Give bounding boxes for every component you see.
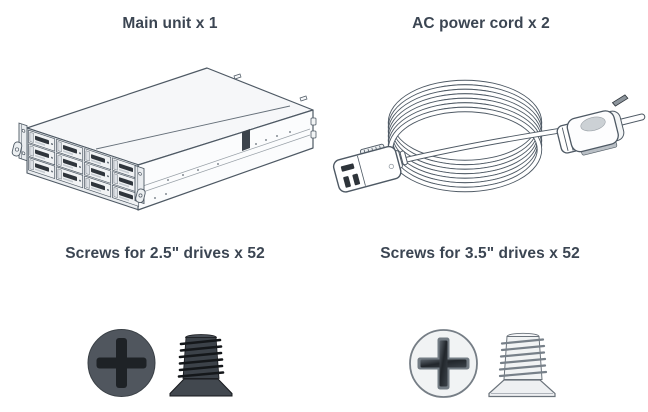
cable-run (398, 125, 580, 164)
left-ear-handle (11, 141, 23, 157)
screw-light-illustration (400, 318, 565, 406)
side-vent (242, 129, 250, 151)
screw-head-top-view (87, 329, 156, 397)
left-rack-ear (18, 122, 28, 162)
ac-power-cord-label: AC power cord x 2 (412, 15, 550, 32)
screw-side-view (169, 334, 233, 397)
rack-server-illustration (3, 52, 333, 212)
power-cord-illustration (325, 58, 648, 213)
main-unit-label: Main unit x 1 (122, 15, 218, 32)
phillips-cross (96, 338, 147, 388)
phillips-cross (420, 340, 467, 387)
thread-ridges (498, 338, 548, 378)
screw-dark-icon (87, 329, 233, 397)
power-cord-icon (332, 79, 646, 193)
side-screw-holes (154, 131, 291, 199)
screw-head-top-view (409, 329, 478, 398)
c13-connector (332, 143, 408, 193)
thread-ridges (177, 338, 225, 378)
c13-pin-slots (340, 163, 361, 188)
screws-2-5-label: Screws for 2.5" drives x 52 (65, 245, 265, 262)
plug-blade-prong (611, 94, 629, 107)
right-ear-handle (135, 188, 146, 203)
screw-light-icon (409, 329, 556, 398)
rack-server-icon (11, 67, 317, 211)
screws-3-5-label: Screws for 3.5" drives x 52 (380, 245, 580, 262)
plug-body (566, 94, 646, 156)
screw-side-view (488, 332, 556, 398)
screw-dark-illustration (80, 318, 245, 406)
power-plug (556, 94, 646, 156)
